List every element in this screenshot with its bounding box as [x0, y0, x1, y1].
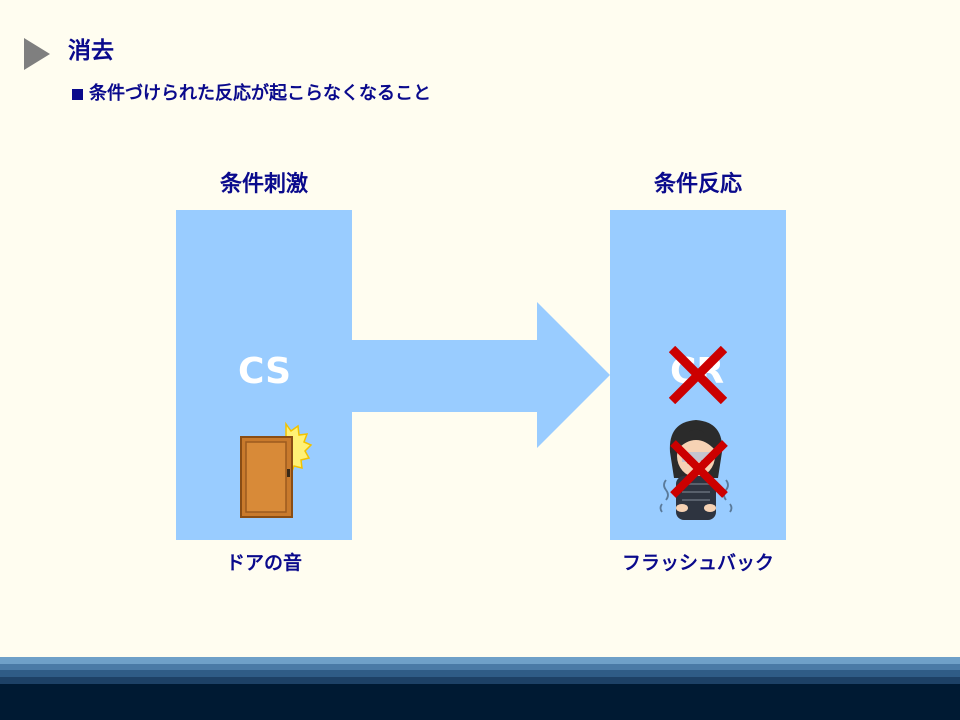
footer-bar	[0, 657, 960, 720]
response-caption: フラッシュバック	[621, 552, 774, 574]
slide-title: 消去	[68, 38, 114, 64]
bullet-point: 条件づけられた反応が起こらなくなること	[72, 82, 431, 106]
stimulus-heading: 条件刺激	[219, 172, 308, 197]
square-bullet-icon	[72, 88, 83, 100]
response-heading: 条件反応	[653, 172, 742, 197]
stimulus-label: CS	[238, 351, 292, 392]
play-triangle-icon	[24, 38, 50, 70]
red-x-icon	[670, 440, 728, 498]
red-x-icon	[669, 346, 727, 404]
right-arrow-icon	[350, 302, 610, 448]
bullet-text: 条件づけられた反応が起こらなくなること	[89, 83, 431, 104]
door-with-sound-flash-icon	[240, 421, 313, 518]
door-icon	[240, 436, 293, 518]
stimulus-caption: ドアの音	[225, 552, 302, 574]
